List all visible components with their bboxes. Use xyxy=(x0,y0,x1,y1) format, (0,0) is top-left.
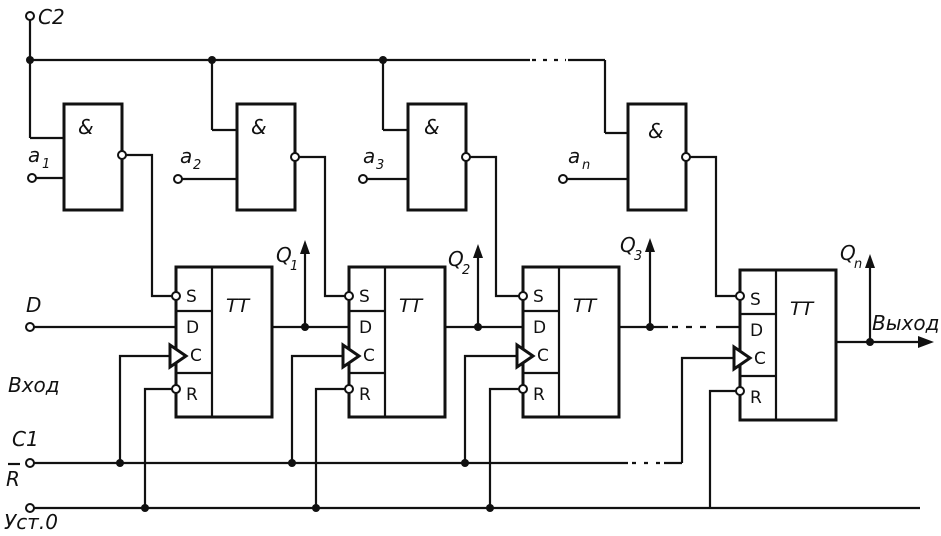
svg-text:n: n xyxy=(854,257,862,272)
svg-text:a: a xyxy=(363,144,375,168)
flipflop-type: TT xyxy=(790,298,815,320)
svg-text:a: a xyxy=(568,144,580,168)
svg-text:Q: Q xyxy=(840,241,856,265)
svg-text:D: D xyxy=(186,318,199,338)
svg-text:D: D xyxy=(533,318,546,338)
flipflop-3: TT S D C R xyxy=(515,265,621,419)
svg-text:R: R xyxy=(533,385,545,405)
reset-bus: R Уст.0 xyxy=(4,387,920,534)
svg-text:C: C xyxy=(537,346,549,366)
svg-text:S: S xyxy=(533,287,544,307)
svg-text:C: C xyxy=(190,346,202,366)
svg-text:R: R xyxy=(186,385,198,405)
flipflop-n: TT S D C R xyxy=(732,268,838,422)
svg-text:Q: Q xyxy=(276,243,292,267)
svg-text:D: D xyxy=(750,321,763,341)
and-gate-3: & a 3 xyxy=(358,102,471,212)
svg-text:S: S xyxy=(359,287,370,307)
svg-text:2: 2 xyxy=(462,263,470,278)
gate-symbol: & xyxy=(251,115,267,139)
svg-text:R: R xyxy=(750,388,762,408)
svg-text:n: n xyxy=(582,158,590,173)
svg-text:C: C xyxy=(363,346,375,366)
svg-text:1: 1 xyxy=(42,157,50,172)
svg-text:Q: Q xyxy=(620,233,636,257)
gate-symbol: & xyxy=(648,119,664,143)
svg-text:1: 1 xyxy=(290,259,298,274)
flipflop-2: TT S D C R xyxy=(341,265,447,419)
r-bar-label: R xyxy=(6,467,20,491)
c2-bus: C2 xyxy=(25,5,628,140)
gate-symbol: & xyxy=(424,115,440,139)
svg-text:R: R xyxy=(359,385,371,405)
flipflop-type: TT xyxy=(226,295,251,317)
q-outputs: Q 1 Q 2 Q 3 Q n Выход xyxy=(276,233,939,348)
data-chain: D Вход xyxy=(8,293,740,397)
and-gate-2: & a 2 xyxy=(173,102,300,212)
flipflop-type: TT xyxy=(399,295,424,317)
set-zero-label: Уст.0 xyxy=(4,510,58,534)
flipflop-type: TT xyxy=(573,295,598,317)
svg-text:S: S xyxy=(750,290,761,310)
output-label: Выход xyxy=(872,311,939,335)
input-caption: Вход xyxy=(8,373,60,397)
gate-symbol: & xyxy=(78,115,94,139)
svg-text:3: 3 xyxy=(376,158,384,173)
c2-label: C2 xyxy=(38,5,65,29)
svg-text:a: a xyxy=(28,143,40,167)
d-input-label: D xyxy=(26,293,41,317)
svg-text:C: C xyxy=(754,349,766,369)
c1-bus: C1 xyxy=(12,354,734,468)
flipflop-1: TT S D C R xyxy=(168,265,274,419)
and-gate-1: & a 1 xyxy=(27,102,127,212)
svg-text:D: D xyxy=(359,318,372,338)
svg-text:a: a xyxy=(180,144,192,168)
c1-label: C1 xyxy=(12,427,39,451)
svg-text:S: S xyxy=(186,287,197,307)
svg-text:3: 3 xyxy=(634,249,642,264)
and-gate-n: & a n xyxy=(558,102,691,212)
svg-text:2: 2 xyxy=(193,158,201,173)
svg-text:Q: Q xyxy=(448,247,464,271)
